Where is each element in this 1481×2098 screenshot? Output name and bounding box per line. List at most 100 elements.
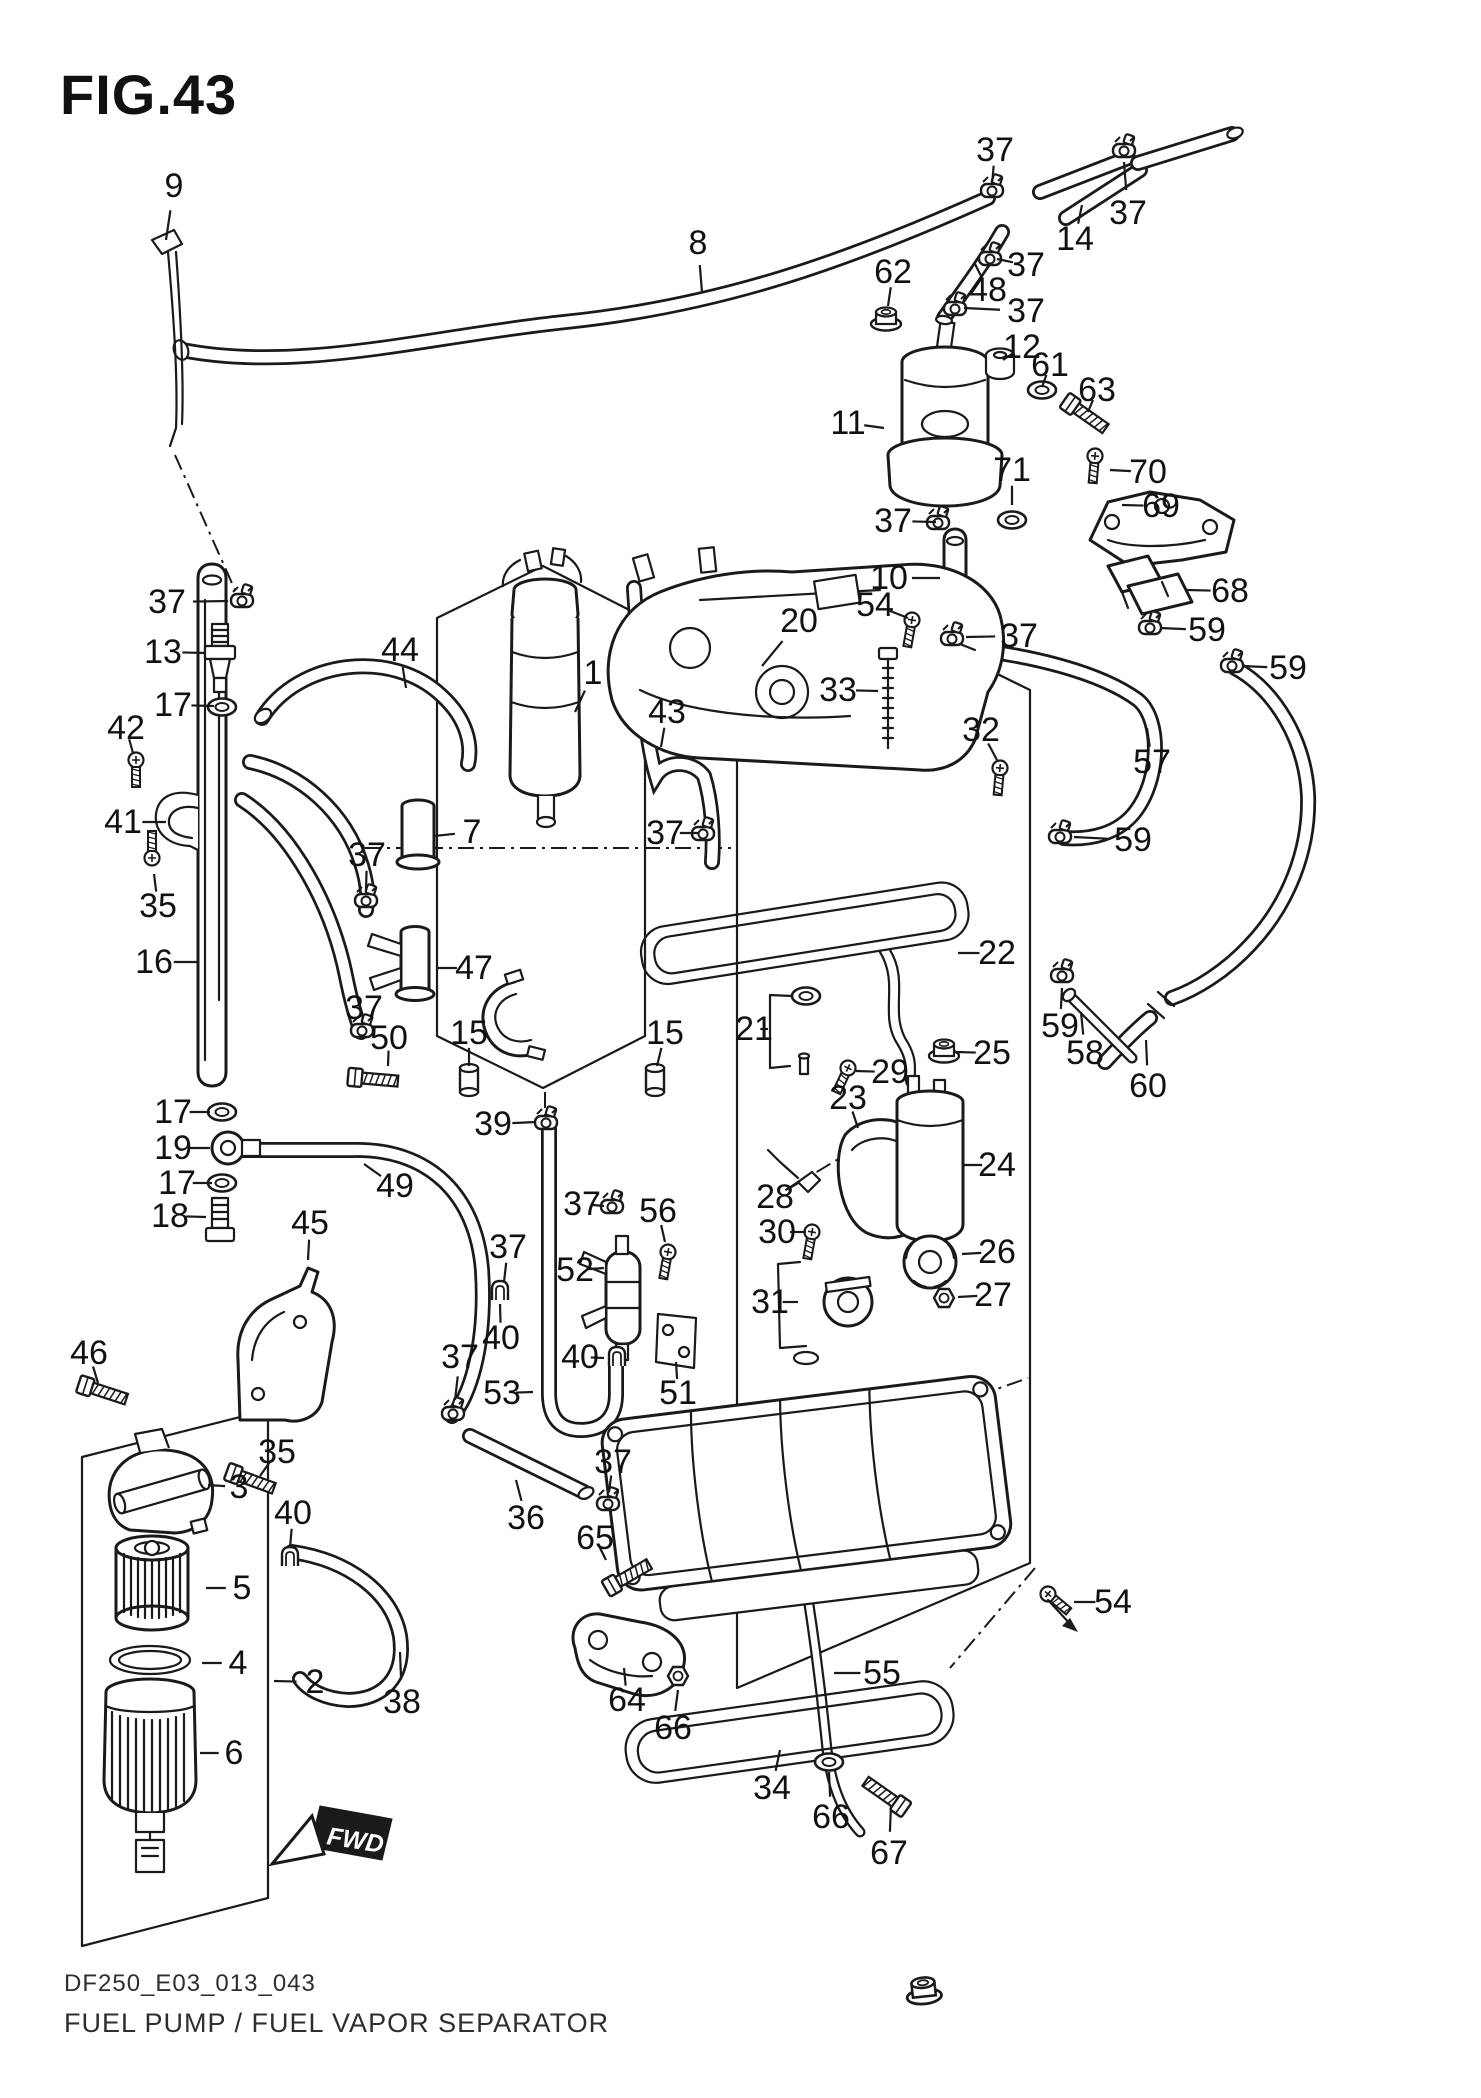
part-label: 37	[976, 131, 1014, 169]
leader-line	[587, 1266, 605, 1271]
bolt-33	[877, 646, 899, 750]
fuel-pump-11	[886, 314, 1004, 508]
leader-line	[1002, 351, 1015, 361]
part-label: 44	[381, 631, 419, 669]
part-label: 48	[969, 271, 1007, 309]
part-label: 40	[561, 1338, 599, 1376]
bolt-46-icon	[74, 1373, 131, 1409]
part-label: 37	[345, 989, 383, 1027]
part-label: 47	[455, 949, 493, 987]
part-label: 29	[871, 1053, 909, 1091]
part-label: 65	[576, 1519, 614, 1557]
part-label: 38	[383, 1683, 421, 1721]
assembly-box-pump-1	[435, 564, 647, 1090]
leader-line	[1040, 374, 1048, 388]
part-label: 14	[1056, 220, 1094, 258]
fuel-hose-14	[1040, 126, 1244, 218]
leader-line	[1086, 399, 1094, 413]
leader-line	[698, 264, 704, 293]
leader-line	[774, 1749, 782, 1772]
leader-line	[674, 1689, 680, 1712]
leader-line	[598, 1547, 607, 1561]
leader-line	[864, 424, 885, 430]
leader-line	[827, 1771, 832, 1797]
grommet-62-icon	[869, 306, 903, 332]
part-label: 42	[107, 709, 145, 747]
electric-fuel-pump-1	[481, 547, 583, 1061]
leader-line	[1073, 835, 1108, 840]
joint-47	[366, 925, 436, 1002]
leader-line	[855, 689, 879, 693]
part-label: 24	[978, 1146, 1016, 1184]
part-label: 59	[1188, 611, 1226, 649]
part-label: 70	[1129, 453, 1167, 491]
bolt-42-icon	[127, 751, 145, 789]
leader-line	[974, 263, 984, 279]
banjo-19	[210, 1130, 262, 1166]
part-label: 31	[751, 1283, 789, 1321]
leader-line	[607, 1475, 613, 1493]
solenoid-valve-68	[1106, 554, 1194, 616]
fuel-hose-60	[1105, 668, 1308, 1062]
leader-line	[1186, 588, 1211, 592]
part-label: 6	[225, 1734, 244, 1772]
leader-line	[855, 1069, 875, 1073]
fuel-hose-8	[172, 198, 988, 362]
gasket-lower	[624, 1680, 955, 1784]
leader-line	[674, 1361, 679, 1380]
nut-27-icon	[932, 1287, 956, 1309]
part-label: 37	[148, 583, 186, 621]
fuel-hose-44	[253, 666, 469, 764]
leader-line	[207, 1483, 226, 1488]
leader-line	[660, 1224, 667, 1243]
leader-line	[889, 609, 909, 620]
screw-32-icon	[989, 758, 1010, 797]
leader-line	[386, 1050, 390, 1067]
part-label: 37	[563, 1185, 601, 1223]
leader-line	[514, 1479, 523, 1502]
part-label: 58	[1066, 1034, 1104, 1072]
washer-66-icon	[813, 1752, 845, 1772]
leader-line	[128, 738, 135, 754]
leader-line	[591, 1203, 605, 1208]
leader-line	[498, 1303, 502, 1323]
separator-upper-body	[606, 546, 1006, 772]
part-label: 17	[154, 1093, 192, 1131]
washer-17-icon	[206, 1102, 238, 1122]
part-label: 25	[973, 1034, 1011, 1072]
grommet-34-icon	[903, 1974, 944, 2008]
leader-line	[152, 873, 158, 892]
leader-line	[363, 1163, 382, 1177]
part-label: 39	[474, 1105, 512, 1143]
part-label: 61	[1031, 346, 1069, 384]
part-label: 57	[1133, 743, 1171, 781]
leader-line	[398, 1651, 403, 1680]
part-label: 35	[139, 887, 177, 925]
part-label: 17	[158, 1164, 196, 1202]
leader-line	[164, 210, 172, 241]
part-label: 10	[870, 559, 908, 597]
part-label: 1	[584, 654, 603, 692]
caption-block: DF250_E03_013_043 FUEL PUMP / FUEL VAPOR…	[64, 1970, 609, 2039]
part-label: 9	[165, 167, 184, 205]
water-tube-16	[196, 562, 228, 1088]
assembly-box-filter-2	[80, 1408, 270, 1948]
bracket-45	[236, 1266, 336, 1423]
part-label: 17	[154, 686, 192, 724]
part-label: 11	[830, 404, 865, 442]
part-label: 18	[151, 1197, 189, 1235]
part-label: 59	[1041, 1007, 1079, 1045]
leader-line	[273, 1679, 297, 1683]
leader-line	[515, 1390, 534, 1394]
part-label: 37	[441, 1338, 479, 1376]
part-label: 37	[1000, 617, 1038, 655]
fuel-tube-58	[1061, 987, 1132, 1058]
leader-line	[91, 1366, 100, 1384]
part-label: 12	[1003, 328, 1041, 366]
leader-line	[1079, 1011, 1085, 1035]
part-label: 13	[144, 633, 182, 671]
part-label: 20	[780, 602, 818, 640]
leader-line	[186, 1215, 207, 1219]
